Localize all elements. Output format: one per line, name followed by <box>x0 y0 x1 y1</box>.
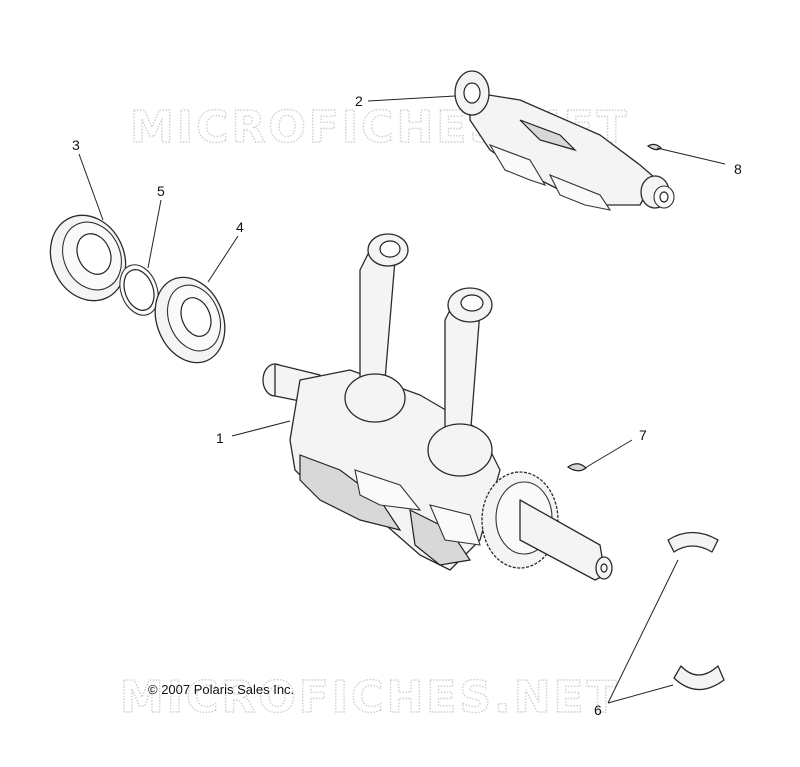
callout-7: 7 <box>639 427 647 443</box>
woodruff-key <box>566 463 587 472</box>
leader-2 <box>367 95 456 102</box>
leader-6b <box>607 684 674 704</box>
callout-2: 2 <box>355 93 363 109</box>
leader-7 <box>584 439 633 469</box>
leader-6a <box>607 559 679 704</box>
crankshaft-assembly <box>262 233 613 581</box>
callout-3: 3 <box>72 137 80 153</box>
callout-1: 1 <box>216 430 224 446</box>
watermark-bottom: MICROFICHES.NET <box>120 672 620 723</box>
bearing-shell-top <box>667 531 719 553</box>
balance-shaft <box>454 70 675 211</box>
leader-5 <box>147 199 162 269</box>
leader-3 <box>78 153 104 221</box>
snap-ring <box>119 264 159 316</box>
callout-8: 8 <box>734 161 742 177</box>
leader-1 <box>231 420 291 437</box>
copyright-notice: © 2007 Polaris Sales Inc. <box>148 682 294 697</box>
callout-6: 6 <box>594 702 602 718</box>
leader-4 <box>207 235 239 283</box>
bearing-shell-bottom <box>673 665 725 691</box>
main-bearing <box>154 276 226 364</box>
callout-5: 5 <box>157 183 165 199</box>
leader-8 <box>656 147 726 165</box>
oil-seal <box>49 214 127 302</box>
callout-4: 4 <box>236 219 244 235</box>
